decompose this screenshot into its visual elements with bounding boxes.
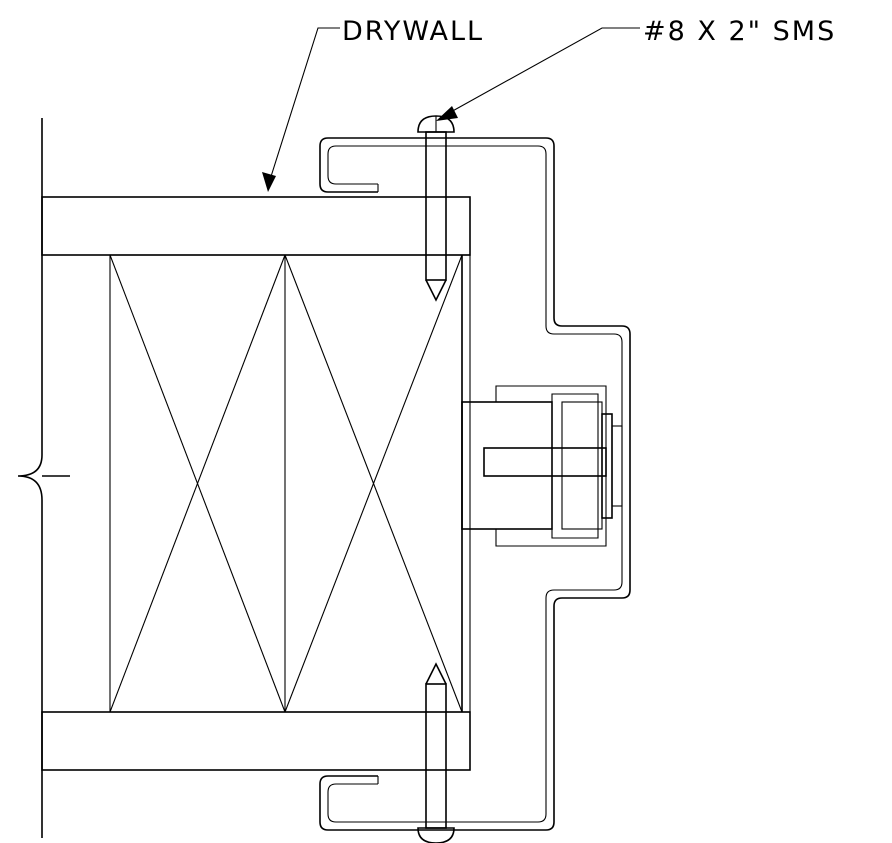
drywall-leader	[262, 27, 340, 192]
screw-top	[417, 115, 455, 302]
drywall-bottom	[41, 711, 471, 771]
screw-leader	[436, 27, 640, 121]
wall-break-line	[17, 118, 70, 838]
threaded-bolt	[483, 447, 607, 477]
metal-cover	[319, 137, 631, 831]
drywall-label: DRYWALL	[342, 16, 484, 47]
screw-bottom	[417, 662, 455, 843]
wood-blocking	[109, 254, 471, 713]
screw-label: #8 X 2" SMS	[643, 16, 836, 47]
drywall-top	[41, 196, 471, 256]
mounting-bracket	[461, 385, 623, 547]
